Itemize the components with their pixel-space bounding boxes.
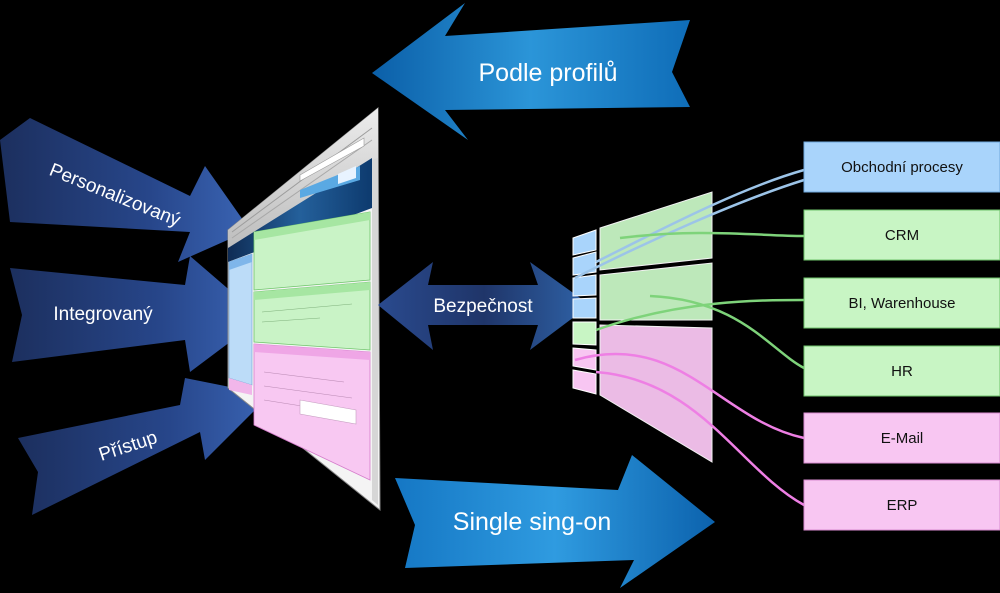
system-box-bi-warehouse: BI, Warenhouse [803, 277, 1000, 329]
connectors [574, 168, 805, 507]
system-box-label: CRM [885, 227, 919, 244]
system-box-email: E-Mail [803, 412, 1000, 464]
profiles-arrow-label: Podle profilů [479, 59, 618, 87]
system-box-label: ERP [887, 497, 918, 514]
portal-browser-window [227, 106, 381, 512]
system-box-business-processes: Obchodní procesy [803, 141, 1000, 193]
security-arrow: Bezpečnost [378, 262, 590, 350]
integrated-arrow-label: Integrovaný [53, 304, 153, 325]
access-arrow: Přístup [18, 378, 270, 515]
system-box-crm: CRM [803, 209, 1000, 261]
system-box-hr: HR [803, 345, 1000, 397]
integrated-arrow: Integrovaný [10, 256, 262, 372]
sso-arrow-label: Single sing-on [453, 508, 611, 536]
profiles-arrow: Podle profilů [372, 3, 690, 140]
system-box-erp: ERP [803, 479, 1000, 531]
system-box-label: Obchodní procesy [841, 159, 963, 176]
system-box-label: E-Mail [881, 430, 924, 447]
personalized-arrow: Personalizovaný [0, 118, 250, 262]
system-box-label: BI, Warenhouse [849, 295, 956, 312]
security-arrow-label: Bezpečnost [433, 296, 533, 317]
system-box-label: HR [891, 363, 913, 380]
sso-arrow: Single sing-on [395, 455, 715, 588]
